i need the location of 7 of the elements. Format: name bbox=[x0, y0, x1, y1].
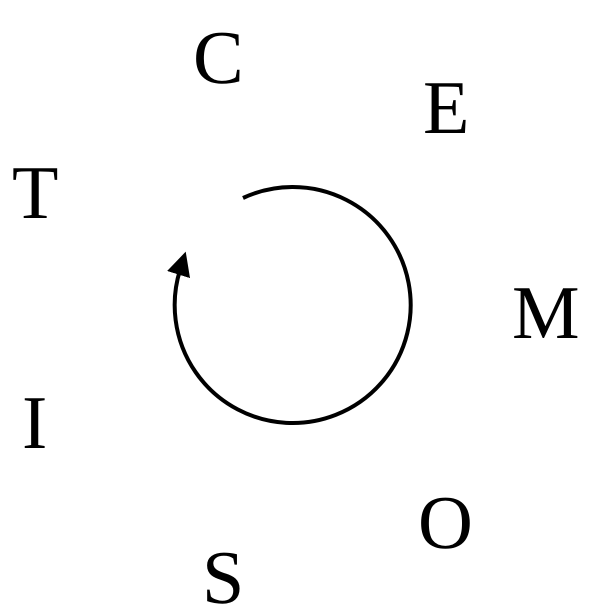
letter-label: O bbox=[418, 485, 473, 561]
letter-label: S bbox=[202, 540, 244, 611]
letter-label: E bbox=[423, 70, 470, 146]
letter-label: I bbox=[22, 385, 48, 461]
letter-label: T bbox=[12, 155, 58, 231]
letter-label: C bbox=[193, 20, 244, 96]
letter-label: M bbox=[512, 275, 580, 351]
